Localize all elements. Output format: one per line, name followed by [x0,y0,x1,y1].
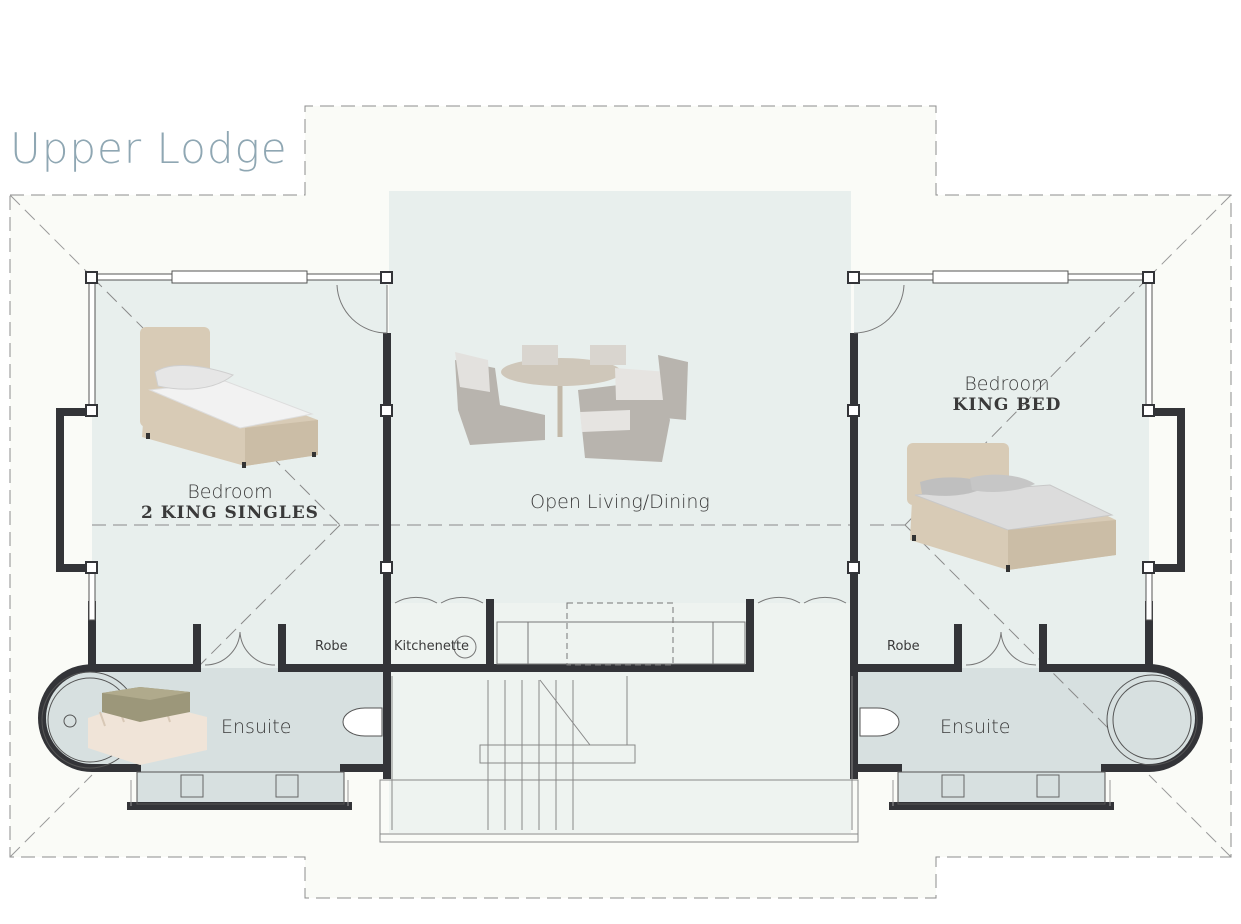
robe-left-label: Robe [315,639,348,654]
windows [88,270,1153,805]
bedroom-left-name: Bedroom [187,481,273,503]
bedroom-right-bed: KING BED [952,395,1062,415]
king-bed-image [907,443,1116,572]
kitchenette-bench [453,602,746,666]
bedroom-left-label: Bedroom 2 KING SINGLES [140,481,320,523]
posts [85,271,1155,574]
page-title: Upper Lodge [10,124,288,173]
toilet-icon [342,707,900,737]
bedroom-right-name: Bedroom [964,373,1050,395]
kitchenette-label: Kitchenette [394,639,470,654]
soap-dish-image [88,687,207,765]
deck-edges [130,780,1111,806]
bedroom-right-label: Bedroom KING BED [922,373,1092,415]
living-label: Open Living/Dining [530,491,710,513]
ensuite-right-label: Ensuite [940,716,1011,738]
door-swings [204,284,1037,666]
ensuite-left-label: Ensuite [221,716,292,738]
robe-right-label: Robe [887,639,920,654]
staircase [379,676,859,843]
vanity-basins [180,774,1060,798]
single-bed-image [140,327,318,468]
dining-set-image [455,345,688,462]
bedroom-left-bed: 2 KING SINGLES [141,503,319,523]
